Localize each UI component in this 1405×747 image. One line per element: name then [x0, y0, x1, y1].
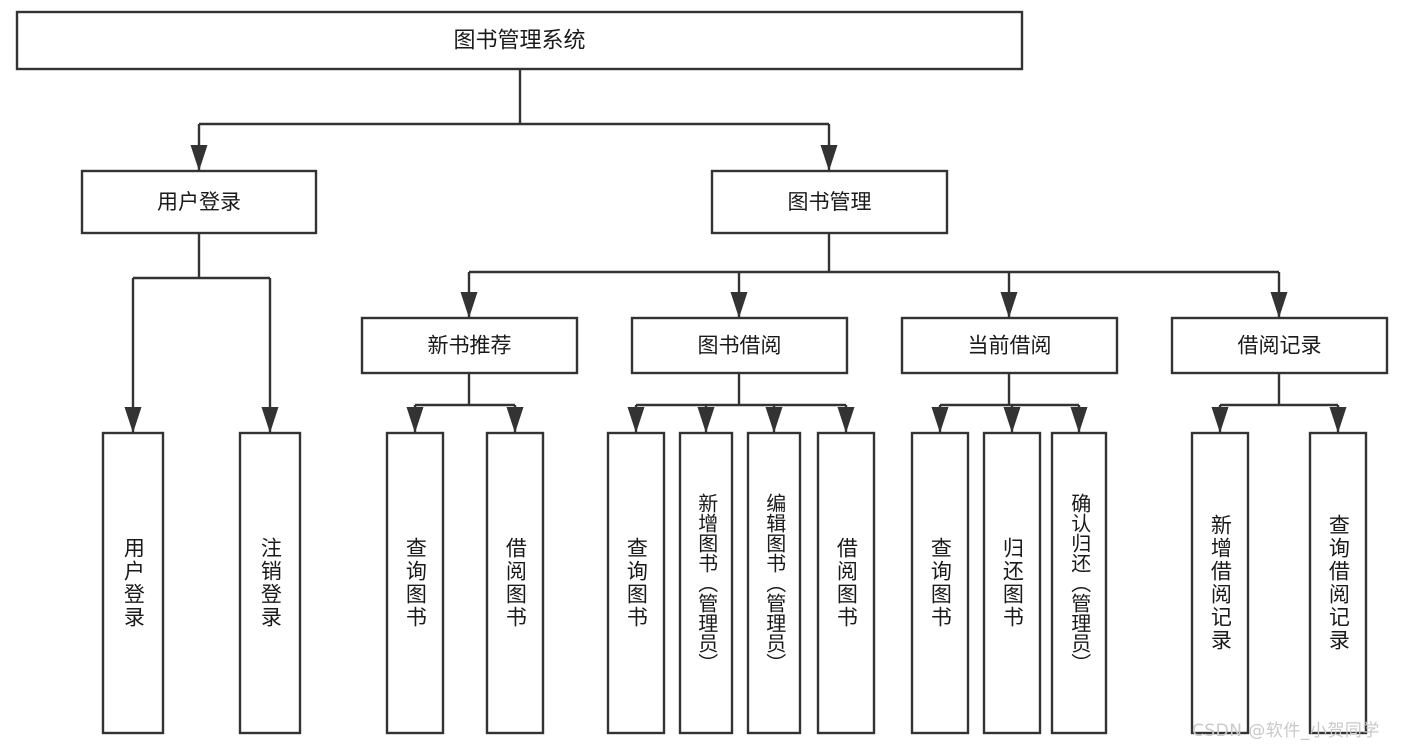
node-label-root: 图书管理系统: [453, 29, 585, 54]
arrow-down-icon: [1270, 292, 1288, 318]
node-box-leaf-edit-book[interactable]: [746, 431, 802, 735]
node-label-book-manage: 图书管理: [788, 190, 872, 214]
node-box-leaf-user-logout[interactable]: [238, 431, 302, 735]
node-box-root[interactable]: [15, 10, 1024, 71]
node-label-current-borrow: 当前借阅: [968, 334, 1052, 358]
node-box-leaf-query-book-3[interactable]: [910, 431, 970, 735]
arrow-down-icon: [124, 407, 142, 433]
node-box-leaf-borrow-book-1[interactable]: [485, 431, 545, 735]
node-box-leaf-confirm-return[interactable]: [1050, 431, 1108, 735]
node-label-borrow-record: 借阅记录: [1238, 334, 1322, 358]
arrow-down-icon: [1329, 407, 1347, 433]
node-box-leaf-add-record[interactable]: [1190, 431, 1250, 735]
arrow-down-icon: [190, 145, 208, 171]
arrow-down-icon: [506, 407, 524, 433]
node-box-book-borrow[interactable]: [630, 316, 849, 375]
arrow-down-icon: [765, 407, 783, 433]
node-box-new-book-rec[interactable]: [360, 316, 579, 375]
node-label-book-borrow: 图书借阅: [698, 334, 782, 358]
arrow-down-icon: [1003, 407, 1021, 433]
arrow-down-icon: [820, 145, 838, 171]
arrow-down-icon: [406, 407, 424, 433]
csdn-watermark: CSDN @软件_小贺同学: [1192, 721, 1380, 741]
node-box-book-manage[interactable]: [710, 169, 949, 235]
arrow-down-icon: [1070, 407, 1088, 433]
arrow-down-icon: [1000, 292, 1018, 318]
node-box-leaf-query-book-2[interactable]: [606, 431, 666, 735]
node-label-new-book-rec: 新书推荐: [428, 334, 512, 358]
node-box-leaf-user-login[interactable]: [101, 431, 165, 735]
node-label-user-login: 用户登录: [157, 190, 241, 214]
arrow-down-icon: [261, 407, 279, 433]
node-box-leaf-query-book-1[interactable]: [385, 431, 445, 735]
arrow-down-icon: [837, 407, 855, 433]
node-box-leaf-borrow-book-2[interactable]: [816, 431, 876, 735]
node-box-current-borrow[interactable]: [900, 316, 1119, 375]
node-box-borrow-record[interactable]: [1170, 316, 1389, 375]
arrow-down-icon: [931, 407, 949, 433]
arrow-down-icon: [627, 407, 645, 433]
arrow-down-icon: [697, 407, 715, 433]
node-box-leaf-query-record[interactable]: [1308, 431, 1368, 735]
node-box-leaf-return-book[interactable]: [982, 431, 1042, 735]
arrow-down-icon: [460, 292, 478, 318]
arrow-down-icon: [730, 292, 748, 318]
node-box-leaf-add-book[interactable]: [678, 431, 734, 735]
arrow-down-icon: [1211, 407, 1229, 433]
